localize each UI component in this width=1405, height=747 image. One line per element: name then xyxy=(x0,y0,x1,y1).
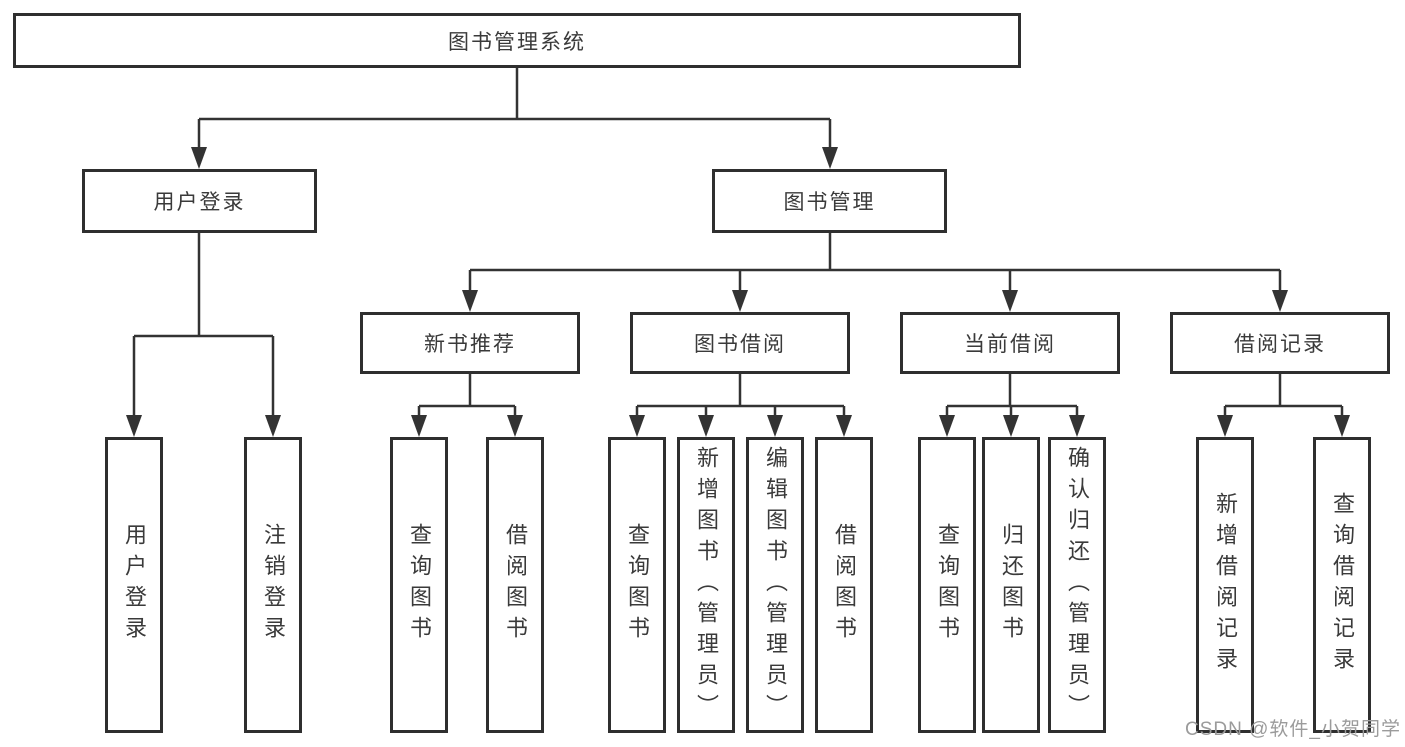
node-user-login: 用户登录 xyxy=(82,169,317,233)
leaf-edit-books-admin: 编辑图书（管理员） xyxy=(746,437,804,733)
leaf-add-books-admin: 新增图书（管理员） xyxy=(677,437,735,733)
leaf-borrow-books: 借阅图书 xyxy=(815,437,873,733)
leaf-add-borrow-record: 新增借阅记录 xyxy=(1196,437,1254,733)
leaf-user-login: 用户登录 xyxy=(105,437,163,733)
node-root: 图书管理系统 xyxy=(13,13,1021,68)
node-book-borrow: 图书借阅 xyxy=(630,312,850,374)
leaf-query-books-borrow: 查询图书 xyxy=(608,437,666,733)
node-borrow-records-label: 借阅记录 xyxy=(1234,333,1326,356)
leaf-logout: 注销登录 xyxy=(244,437,302,733)
node-new-book-recommend: 新书推荐 xyxy=(360,312,580,374)
leaf-query-borrow-record: 查询借阅记录 xyxy=(1313,437,1371,733)
node-root-label: 图书管理系统 xyxy=(448,30,586,54)
node-book-borrow-label: 图书借阅 xyxy=(694,333,786,356)
leaf-query-books-recommend: 查询图书 xyxy=(390,437,448,733)
node-user-login-label: 用户登录 xyxy=(153,191,246,214)
arrowhead-icons xyxy=(126,147,1350,437)
leaf-confirm-return-admin: 确认归还（管理员） xyxy=(1048,437,1106,733)
leaf-return-books: 归还图书 xyxy=(982,437,1040,733)
node-current-borrow: 当前借阅 xyxy=(900,312,1120,374)
node-book-management: 图书管理 xyxy=(712,169,947,233)
node-borrow-records: 借阅记录 xyxy=(1170,312,1390,374)
node-current-borrow-label: 当前借阅 xyxy=(964,333,1056,356)
leaf-query-books-current: 查询图书 xyxy=(918,437,976,733)
leaf-borrow-books-recommend: 借阅图书 xyxy=(486,437,544,733)
node-book-management-label: 图书管理 xyxy=(783,191,876,214)
node-new-book-recommend-label: 新书推荐 xyxy=(424,333,516,356)
csdn-watermark: CSDN @软件_小贺同学 xyxy=(1185,719,1401,740)
